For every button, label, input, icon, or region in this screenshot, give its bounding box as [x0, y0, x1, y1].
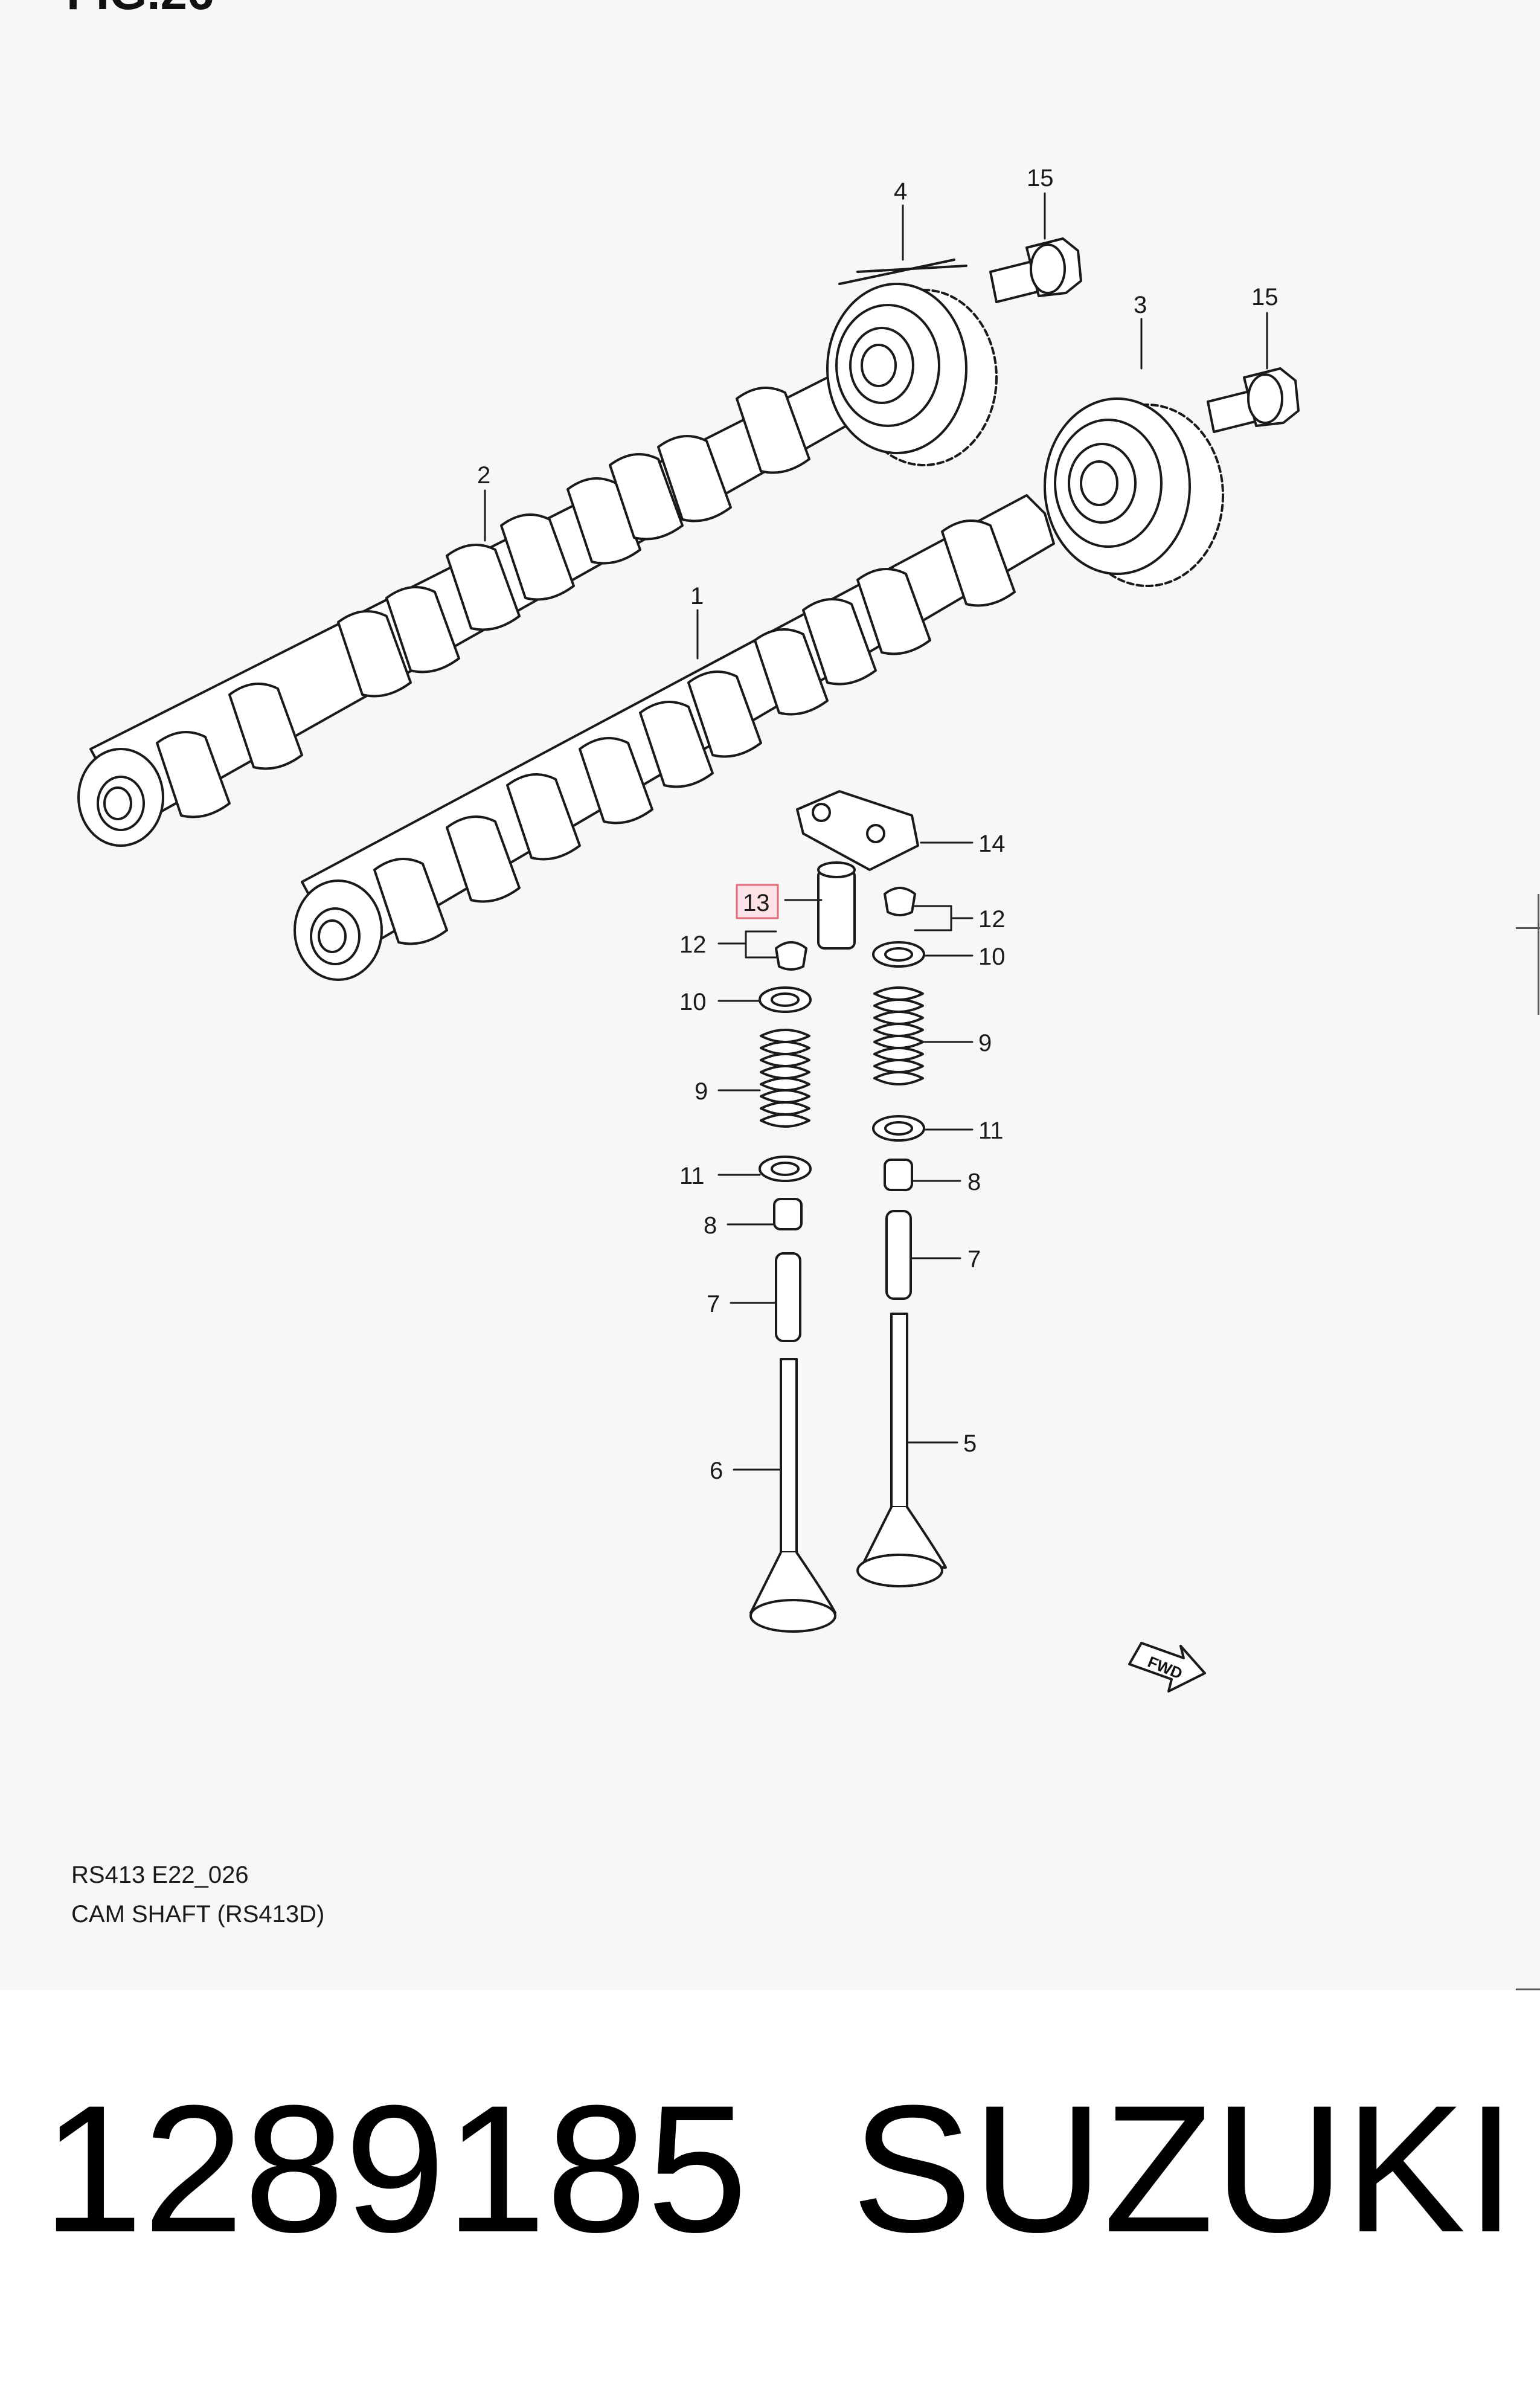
callout-6: 6	[710, 1458, 723, 1484]
diagram-code: RS413 E22_026	[71, 1862, 249, 1888]
camshaft-1	[294, 494, 1055, 981]
callout-1: 1	[690, 583, 704, 609]
lash-adjuster-13	[817, 861, 856, 950]
fwd-arrow: FWD	[1128, 1642, 1206, 1693]
callout-12-left: 12	[679, 931, 707, 958]
edge-tick	[1516, 927, 1540, 929]
callout-numbers: 4 15 3 15 2 1 14 13 12 12 10 10 9 9 11 1…	[477, 165, 1279, 1484]
leader-lines	[484, 192, 1268, 1471]
valve-train-left	[749, 941, 836, 1633]
callout-8-right: 8	[967, 1169, 981, 1195]
valve-train-right	[856, 887, 947, 1587]
callout-4: 4	[894, 178, 907, 205]
callout-11-left: 11	[679, 1163, 705, 1189]
callout-5: 5	[963, 1430, 977, 1457]
gear-3	[1044, 397, 1224, 587]
callout-3: 3	[1134, 292, 1147, 318]
callout-15-upper: 15	[1027, 165, 1054, 191]
callout-2: 2	[477, 462, 490, 489]
callout-14: 14	[978, 831, 1006, 857]
gear-4	[826, 259, 998, 466]
callout-10-right: 10	[978, 944, 1006, 970]
camshaft-2	[77, 373, 853, 847]
callout-11-right: 11	[978, 1117, 1004, 1144]
part-number: 1289185	[42, 2067, 748, 2270]
callout-15-lower: 15	[1251, 284, 1279, 310]
bolt-15-lower	[1207, 367, 1300, 433]
callout-9-left: 9	[695, 1078, 708, 1105]
callout-13: 13	[743, 890, 770, 916]
diagram-panel: FIG.26	[66, 0, 1540, 1990]
callout-9-right: 9	[978, 1030, 992, 1056]
callout-7-right: 7	[967, 1246, 981, 1273]
edge-tick-vertical	[1538, 894, 1539, 1015]
edge-tick-bottom	[1516, 1989, 1540, 1990]
callout-8-left: 8	[704, 1212, 717, 1239]
exploded-diagram: FWD	[77, 165, 1300, 1693]
bolt-15-upper	[989, 237, 1082, 303]
callout-12-right: 12	[978, 906, 1006, 933]
diagram-title: CAM SHAFT (RS413D)	[71, 1901, 325, 1927]
rocker-arm-14	[796, 790, 919, 871]
brand-name: SUZUKI	[852, 2067, 1516, 2270]
callout-13-highlight	[736, 884, 779, 919]
figure-heading: FIG.26	[66, 0, 214, 21]
callout-7-left: 7	[707, 1291, 720, 1317]
callout-10-left: 10	[679, 989, 707, 1015]
